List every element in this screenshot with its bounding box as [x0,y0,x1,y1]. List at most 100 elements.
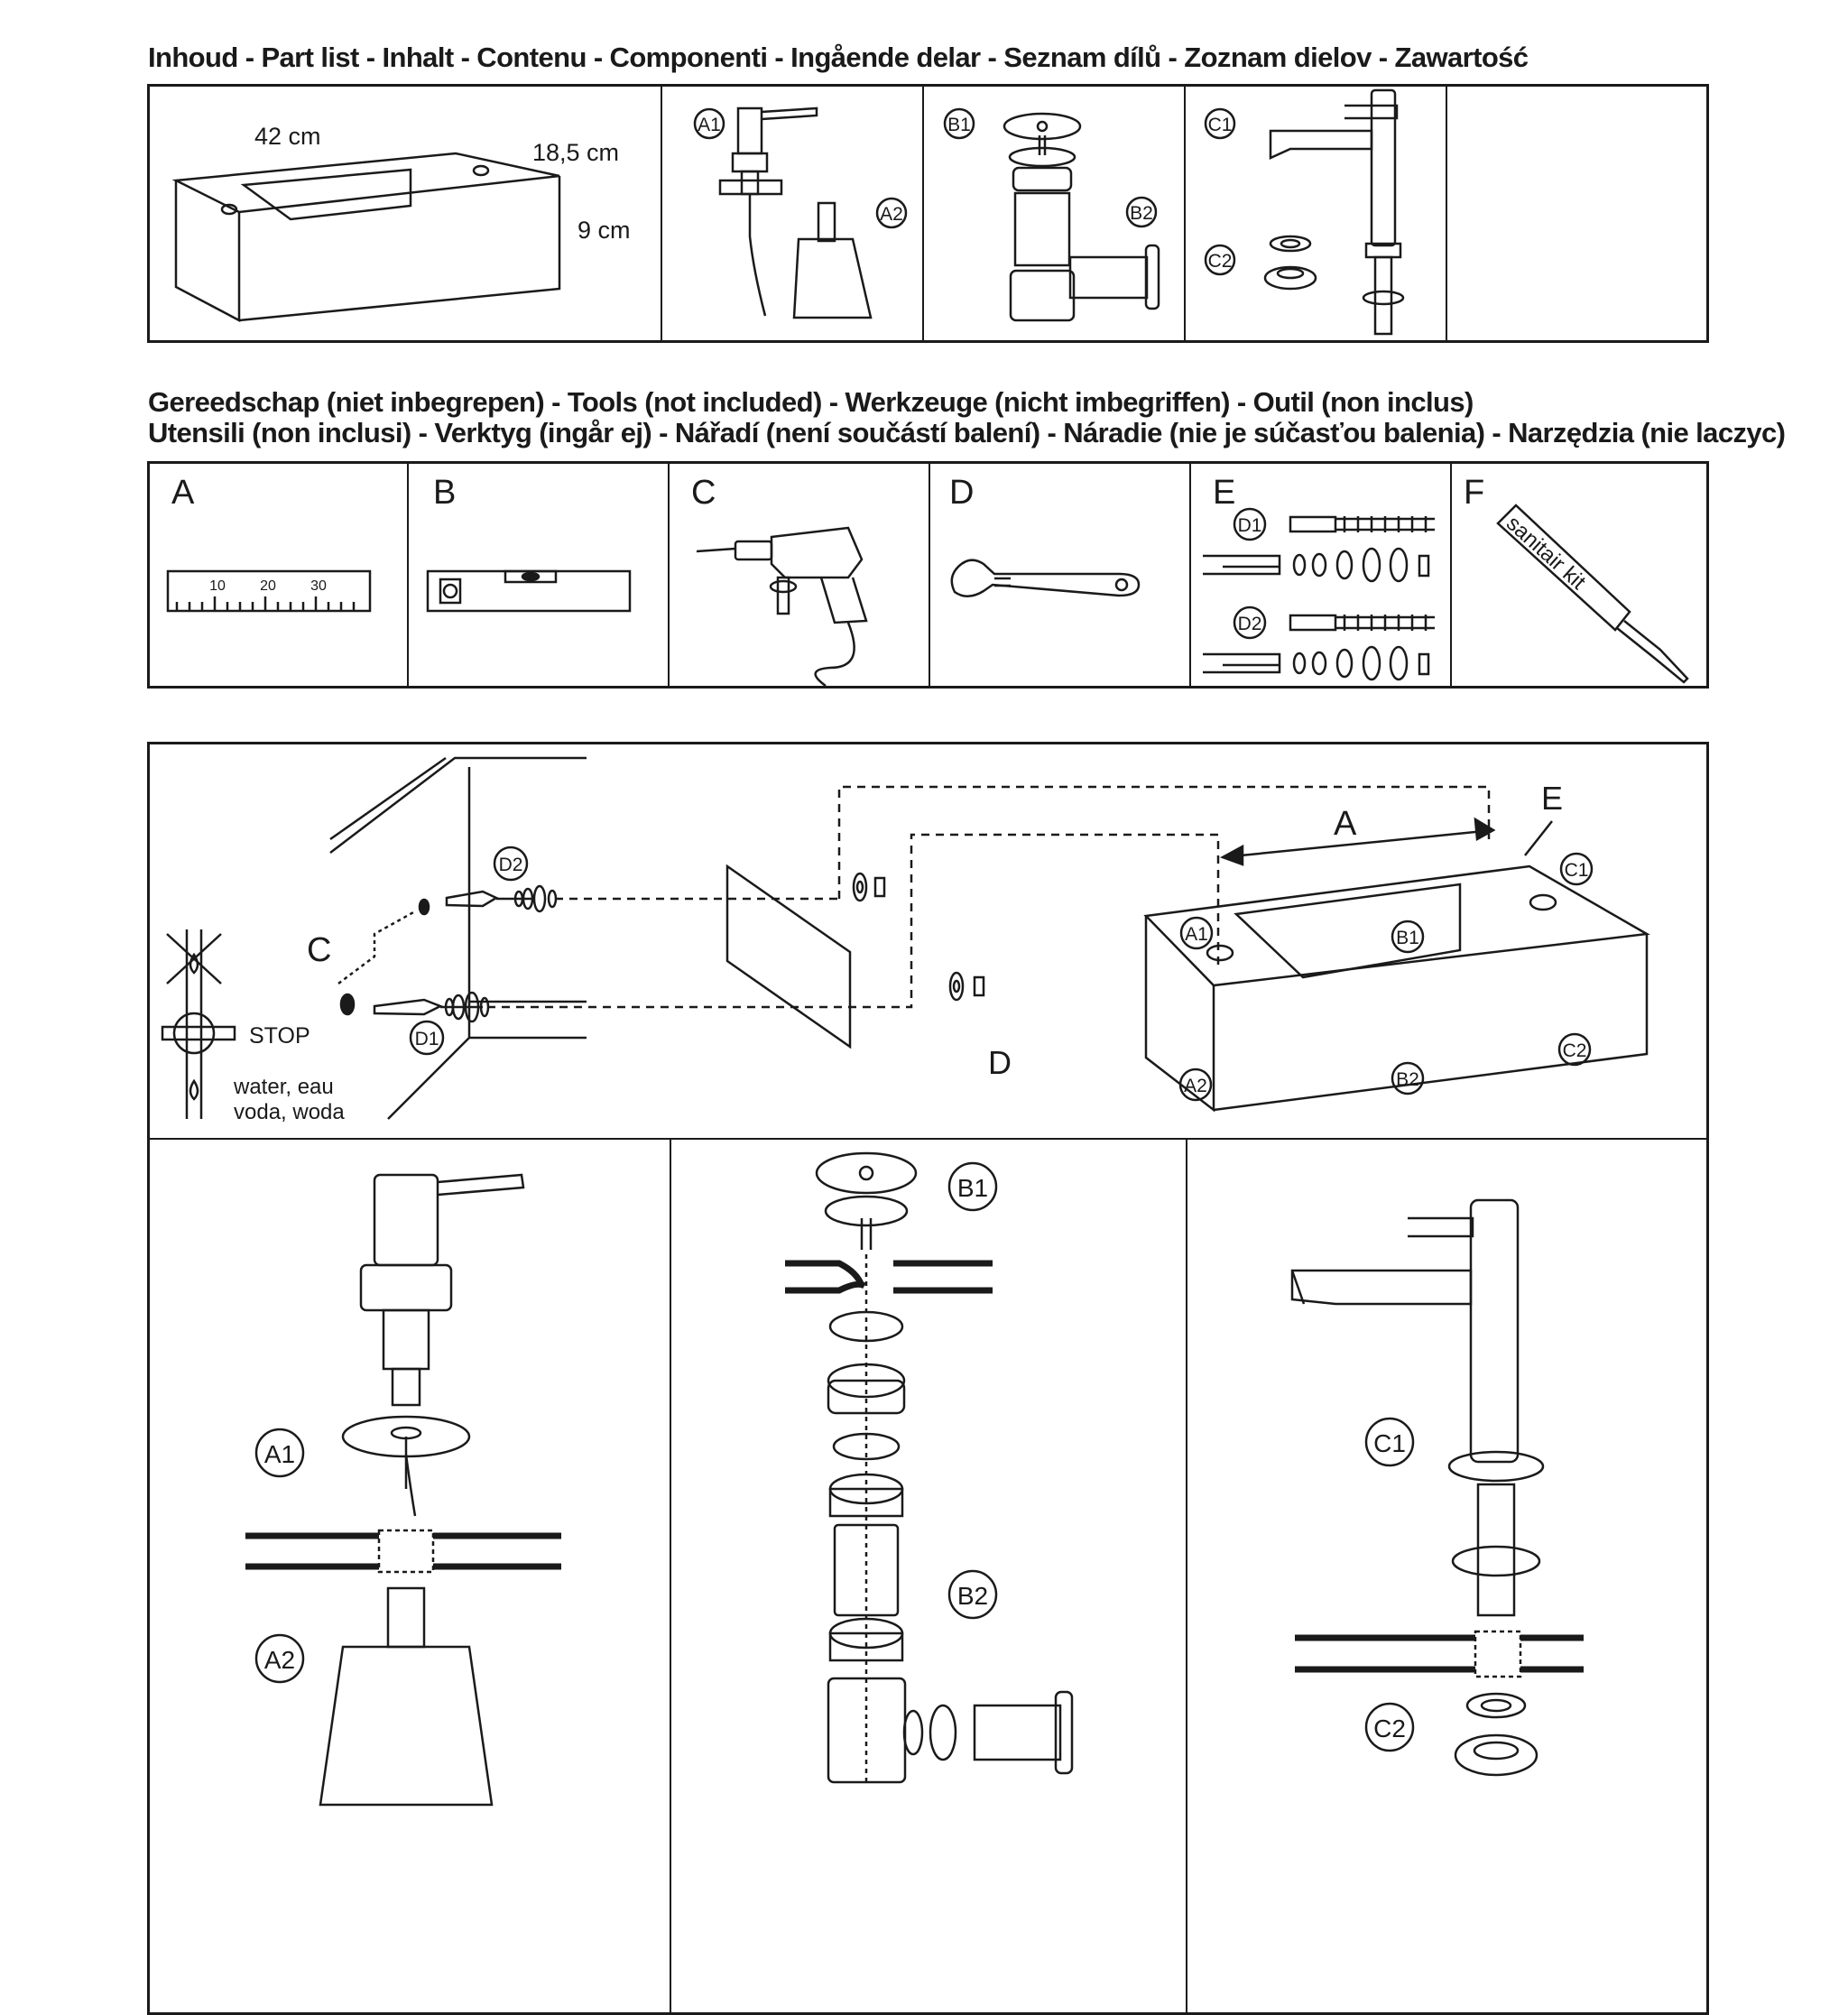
water-label-1: water, eau [233,1075,334,1099]
svg-text:B1: B1 [957,1174,988,1202]
drain-detail [815,1151,1074,1784]
wall-corner [329,756,587,1120]
tool-letter-D: D [949,474,974,512]
install-label-B2: B2 [1391,1061,1425,1095]
soap-dispenser-detail [319,1173,525,1807]
tool-cell-fixings [1191,464,1452,686]
tools-list [147,461,1709,689]
countertop-C [1295,1634,1584,1673]
parts-cell-drain [924,87,1186,340]
drill-icon [696,526,868,688]
tap-washers-small [1263,235,1317,291]
stop-label: STOP [249,1023,310,1049]
tap-detail [1290,1198,1545,1617]
water-stop-icon [161,929,236,1119]
label-A2: A2 [875,197,908,229]
drill-guide-line [337,910,416,984]
basin-width-label: 42 cm [254,123,321,150]
install-label-A1: A1 [1179,916,1214,950]
detail-divider-2 [1186,1138,1187,2012]
detail-label-A2: A2 [254,1633,305,1684]
tools-drawings: A B C D E F 10 20 30 D1 [166,474,1689,688]
svg-text:C1: C1 [1565,860,1589,881]
install-label-B1: B1 [1391,920,1425,954]
spirit-level-icon [426,569,632,613]
template-nuts-upper [852,872,886,902]
parts-heading: Inhoud - Part list - Inhalt - Contenu - … [148,42,1529,73]
svg-text:A1: A1 [698,115,721,135]
svg-text:C2: C2 [1373,1715,1406,1742]
install-label-C1: C1 [1559,852,1594,886]
tap-washers-detail [1454,1692,1538,1777]
label-A1: A1 [693,107,725,140]
svg-text:B2: B2 [957,1582,988,1610]
svg-text:B1: B1 [1396,928,1419,948]
tools-heading-line2: Utensili (non inclusi) - Verktyg (ingår … [148,417,1786,448]
nut-label: D [988,1044,1012,1081]
parts-cell-soap [662,87,924,340]
tap-small [1269,88,1405,336]
label-B2: B2 [1125,196,1158,228]
fixings-icon: D1 D2 [1203,507,1435,681]
basin-install-drawing [1143,864,1650,1113]
drill-hole-upper [418,898,430,916]
parts-cell-tap [1186,87,1447,340]
tool-cell-drill [670,464,930,686]
detail-label-C1: C1 [1364,1417,1415,1467]
alignment-guides [487,785,1491,1009]
install-label-C2: C2 [1557,1032,1592,1067]
detail-label-B2: B2 [947,1569,998,1620]
tool-cell-wrench [930,464,1191,686]
ruler-icon: 10 20 30 [166,569,372,613]
detail-divider-1 [670,1138,671,2012]
drain-small [1003,112,1160,322]
parts-list [147,84,1709,343]
tool-cell-ruler [150,464,409,686]
svg-text:C1: C1 [1208,115,1233,135]
drilling-template [725,864,852,1049]
label-D1: D1 [409,1020,445,1056]
svg-text:A1: A1 [1185,924,1208,945]
detail-label-C2: C2 [1364,1702,1415,1752]
label-C1: C1 [1204,107,1236,140]
tools-heading-line1: Gereedschap (niet inbegrepen) - Tools (n… [148,386,1474,418]
svg-text:B2: B2 [1130,203,1153,224]
tool-letter-B: B [433,474,456,512]
water-label-2: voda, woda [234,1100,345,1124]
drill-label: C [307,931,331,969]
svg-text:A2: A2 [880,204,903,225]
installation-drawings: STOP water, eau voda, woda C D2 D1 [161,756,1650,1807]
svg-text:20: 20 [260,578,276,594]
tool-letter-E: E [1213,474,1235,512]
dimension-arrowheads [1219,817,1496,866]
installation-divider [150,1138,1706,1140]
tool-letter-C: C [691,474,716,512]
dimension-arrow [1222,828,1494,859]
countertop-B [785,1260,993,1294]
svg-text:30: 30 [310,578,327,594]
countertop-hole-A [377,1529,435,1574]
svg-text:D1: D1 [1238,515,1262,536]
svg-text:D2: D2 [1238,614,1262,634]
basin-depth-label: 18,5 cm [532,139,619,166]
detail-label-A1: A1 [254,1428,305,1478]
tool-letter-F: F [1464,474,1484,512]
soap-dispenser-small [718,106,873,319]
svg-text:10: 10 [209,578,226,594]
parts-cell-basin [150,87,662,340]
dimension-label: A [1334,805,1357,843]
sealant-leader [1524,820,1553,856]
countertop-hole-C [1474,1630,1522,1678]
basin-height-label: 9 cm [578,217,631,244]
detail-label-B1: B1 [947,1161,998,1212]
svg-text:A2: A2 [264,1646,295,1674]
tool-letter-A: A [171,474,195,512]
tool-cell-level [409,464,670,686]
label-D2: D2 [493,846,529,882]
parts-drawings: 42 cm 18,5 cm 9 cm A1 A2 B1 B2 [171,88,1405,336]
svg-text:D1: D1 [415,1029,439,1049]
basin-drawing [171,152,561,323]
wall-plug-lower [373,991,490,1023]
svg-text:A2: A2 [1184,1076,1207,1096]
template-nuts-lower [948,971,985,1002]
